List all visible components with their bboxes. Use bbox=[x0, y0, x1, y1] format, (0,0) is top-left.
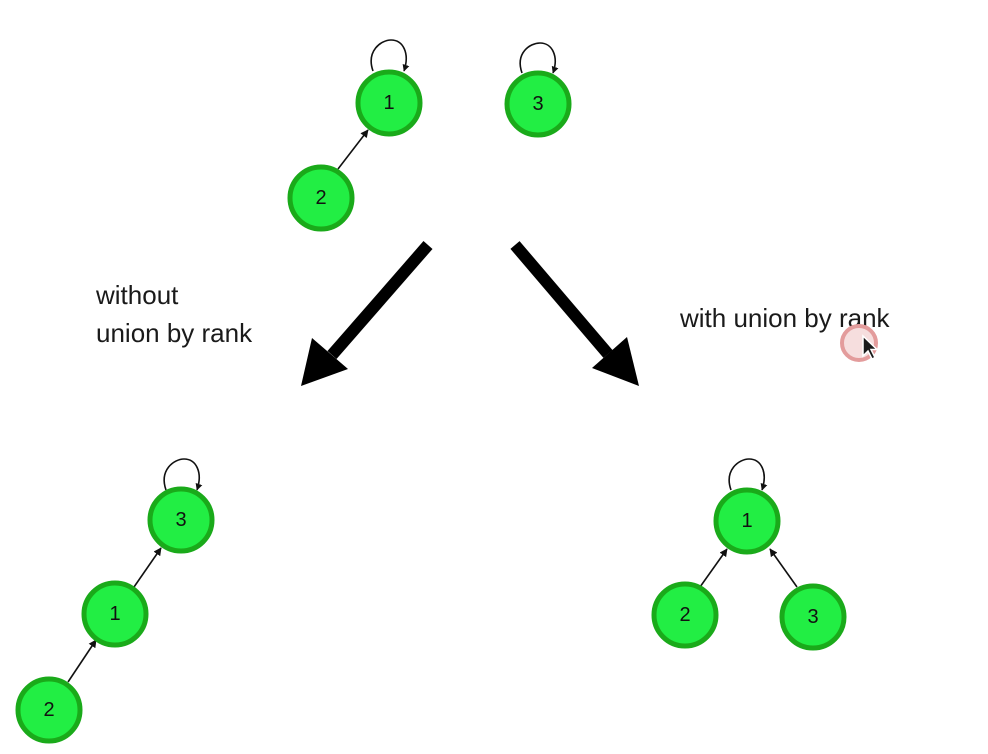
edge-2-to-1 bbox=[337, 129, 369, 170]
node-3-with: 3 bbox=[779, 583, 847, 651]
tree-with-union-by-rank: 1 2 3 bbox=[651, 458, 847, 651]
caption-without-union-by-rank: without union by rank bbox=[96, 276, 252, 352]
edge-2-to-1-result bbox=[67, 639, 97, 683]
node-label: 3 bbox=[175, 509, 186, 531]
edge-2-to-1-rank bbox=[699, 548, 728, 588]
caption-line-1: without bbox=[96, 280, 179, 310]
self-loop-node-3-result bbox=[163, 458, 203, 491]
node-1-without: 1 bbox=[81, 580, 149, 648]
tree-without-union-by-rank: 3 1 2 bbox=[15, 458, 215, 744]
node-1-initial: 1 bbox=[355, 69, 423, 137]
node-label: 3 bbox=[807, 606, 818, 628]
transition-arrows bbox=[301, 241, 639, 386]
node-label: 1 bbox=[383, 92, 394, 114]
node-label: 3 bbox=[532, 93, 543, 115]
node-2-initial: 2 bbox=[287, 164, 355, 232]
node-label: 2 bbox=[43, 699, 54, 721]
edge-3-to-1-rank bbox=[769, 548, 798, 588]
node-2-without: 2 bbox=[15, 676, 83, 744]
arrow-without-union-by-rank bbox=[327, 241, 433, 359]
node-label: 1 bbox=[109, 603, 120, 625]
arrow-with-union-by-rank bbox=[510, 241, 613, 358]
edge-1-to-3 bbox=[133, 547, 162, 588]
mouse-cursor-icon bbox=[840, 324, 879, 362]
node-3-without: 3 bbox=[147, 486, 215, 554]
node-2-with: 2 bbox=[651, 581, 719, 649]
node-label: 2 bbox=[315, 187, 326, 209]
self-loop-node-1 bbox=[370, 39, 410, 72]
arrowhead-left bbox=[301, 338, 348, 386]
arrowhead-right bbox=[592, 337, 639, 386]
caption-line-2: union by rank bbox=[96, 318, 253, 348]
node-3-initial: 3 bbox=[504, 70, 572, 138]
node-1-with: 1 bbox=[713, 487, 781, 555]
initial-tree-group: 1 2 3 bbox=[287, 39, 572, 232]
node-label: 1 bbox=[741, 510, 752, 532]
self-loop-node-3 bbox=[519, 42, 559, 74]
node-label: 2 bbox=[679, 604, 690, 626]
self-loop-node-1-result bbox=[728, 458, 768, 491]
